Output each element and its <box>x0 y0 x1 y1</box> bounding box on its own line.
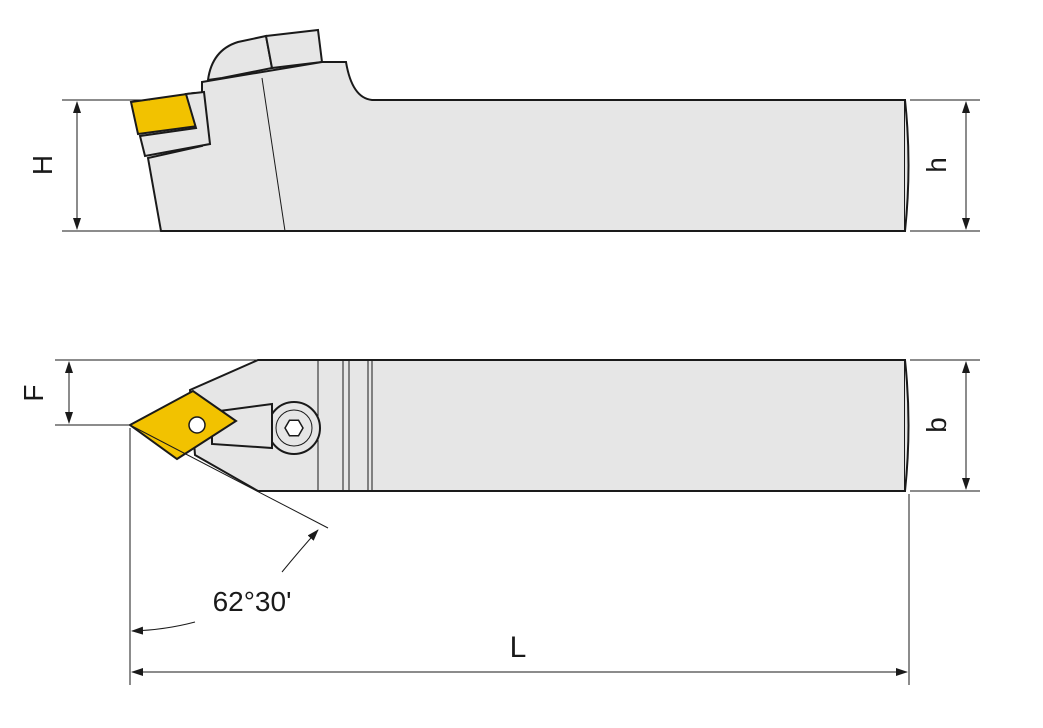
label-h: h <box>921 157 952 173</box>
angle-edge-line <box>129 424 329 529</box>
top-shank-end <box>904 359 910 492</box>
side-shank <box>146 61 906 232</box>
head-split-line <box>261 77 286 232</box>
insert-hole <box>188 416 206 434</box>
top-view: F b 62°30' L <box>18 359 980 685</box>
label-angle: 62°30' <box>213 586 292 617</box>
hex-socket-icon <box>284 419 304 437</box>
top-insert <box>128 389 238 461</box>
label-L: L <box>510 631 527 664</box>
insert-seat <box>138 90 212 158</box>
side-shank-end <box>904 99 910 232</box>
side-view: H h <box>27 28 980 232</box>
clamp-screw-head <box>275 409 313 447</box>
label-b: b <box>921 417 952 433</box>
label-H: H <box>27 155 58 175</box>
angle-arrow-right <box>281 529 319 573</box>
label-F: F <box>18 384 49 401</box>
angle-arrow-left <box>131 621 196 635</box>
clamp-block <box>264 28 324 70</box>
